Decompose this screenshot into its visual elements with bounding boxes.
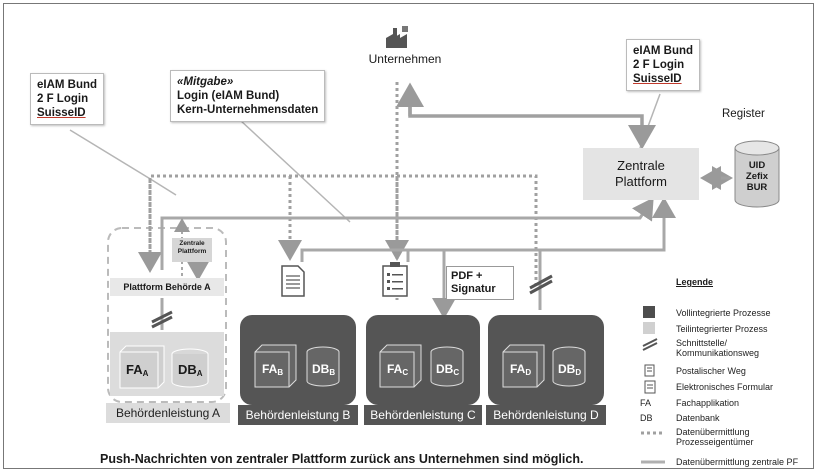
behoerde-a-dashed-border [107, 227, 227, 403]
legend-schnittstelle-icon [642, 338, 658, 351]
fa-a: FAA [126, 362, 148, 378]
fa-d-prefix: FA [510, 362, 526, 376]
fa-d: FAD [510, 362, 531, 377]
fa-b-box-icon [254, 344, 297, 388]
legend-title: Legende [676, 277, 714, 287]
mitgabe-box: «Mitgabe» Login (eIAM Bund) Kern-Unterne… [170, 70, 326, 122]
legend-item-zentrale-pf: Datenübermittlung zentrale PF [676, 457, 799, 467]
block-a-body [110, 332, 224, 396]
plattform-behoerde-a: Plattform Behörde A [110, 278, 224, 296]
login-right-line3: SuisseID [633, 73, 682, 85]
legend-item-formular: Elektronisches Formular [676, 382, 774, 392]
legend-form-icon [644, 380, 656, 394]
legend-item-vollintegriert: Vollintegrierte Prozesse [676, 308, 771, 318]
pdf-signatur-box: PDF + Signatur [446, 266, 514, 300]
legend-dark-swatch [643, 306, 655, 318]
fa-a-sub: A [142, 369, 149, 378]
login-right-line2: 2 F Login [633, 59, 685, 71]
footer-note: Push-Nachrichten von zentraler Plattform… [100, 452, 584, 466]
mini-zentrale-plattform: Zentrale Plattform [172, 238, 212, 262]
legend-key-fa: FA [640, 398, 652, 408]
document-icon [281, 265, 305, 297]
login-left-line3: SuisseID [37, 107, 86, 119]
legend-item-prozesseigentuemer: Datenübermittlung Prozesseigentümer [676, 427, 754, 447]
register-db-icon [734, 140, 780, 208]
fa-c: FAC [387, 362, 408, 377]
login-left-line2: 2 F Login [37, 93, 89, 105]
unternehmen-label: Unternehmen [368, 52, 442, 66]
db-d: DBD [558, 362, 581, 377]
form-icon [382, 262, 408, 297]
fa-c-box-icon [379, 344, 422, 388]
schnittstelle-a-icon [151, 310, 173, 329]
legend-document-icon [644, 364, 655, 377]
factory-icon [386, 26, 408, 48]
zentrale-plattform: Zentrale Plattform [583, 148, 699, 200]
legend-item-datenbank: Datenbank [676, 413, 720, 423]
zentrale-pf-line-b [300, 197, 676, 262]
db-a-sub: A [196, 369, 203, 378]
db-a-prefix: DB [178, 362, 197, 377]
db-b-sub: B [329, 368, 336, 377]
pdf-line2: Signatur [451, 283, 496, 295]
block-c-label: Behördenleistung C [364, 405, 482, 425]
mini-zentrale-line2: Plattform [177, 248, 207, 255]
db-c-cyl-icon [430, 346, 464, 387]
db-a: DBA [178, 362, 203, 378]
login-left-line1: eIAM Bund [37, 79, 98, 91]
pdf-line1: PDF + [451, 270, 483, 282]
mitgabe-line1: «Mitgabe» [177, 76, 234, 88]
block-a-label: Behördenleistung A [106, 403, 230, 423]
db-b-prefix: DB [312, 362, 330, 376]
mitgabe-line3: Kern-Unternehmensdaten [177, 104, 319, 116]
login-left-connector [69, 129, 153, 181]
register-bur: BUR [746, 182, 768, 193]
fa-c-prefix: FA [387, 362, 403, 376]
fa-b-prefix: FA [262, 362, 278, 376]
legend-key-db: DB [640, 413, 653, 423]
legend-light-swatch [643, 322, 655, 334]
db-b: DBB [312, 362, 335, 377]
fa-a-prefix: FA [126, 362, 143, 377]
db-c-sub: C [453, 368, 460, 377]
block-b-label: Behördenleistung B [238, 405, 358, 425]
fa-b: FAB [262, 362, 283, 377]
legend-item-fachapplikation: Fachapplikation [676, 398, 740, 408]
fa-d-sub: D [525, 368, 532, 377]
db-c-prefix: DB [436, 362, 454, 376]
db-d-cyl-icon [552, 346, 586, 387]
legend-item-schnittstelle: Schnittstelle/ Kommunikationsweg [676, 338, 760, 358]
db-d-prefix: DB [558, 362, 576, 376]
block-a-shapes [119, 345, 209, 389]
schnittstelle-d-icon [529, 274, 553, 295]
mitgabe-connector [239, 119, 351, 223]
zentrale-pf-line-a [160, 197, 654, 270]
login-right-line1: eIAM Bund [633, 45, 694, 57]
fa-c-sub: C [402, 368, 409, 377]
zentrale-line1: Zentrale [617, 158, 665, 173]
register-label: Register [722, 108, 765, 120]
mini-zentrale-line1: Zentrale [179, 240, 205, 247]
legend-item-postalisch: Postalischer Weg [676, 366, 746, 376]
mitgabe-line2: Login (eIAM Bund) [177, 90, 280, 102]
legend-item-teilintegriert: Teilintegrierter Prozess [676, 324, 768, 334]
prozess-dotted-line [148, 174, 538, 290]
db-b-cyl-icon [306, 346, 340, 387]
block-d-label: Behördenleistung D [486, 405, 606, 425]
login-box-right: eIAM Bund 2 F Login SuisseID [626, 39, 701, 91]
fa-d-box-icon [502, 344, 545, 388]
fa-b-sub: B [277, 368, 284, 377]
db-d-sub: D [575, 368, 582, 377]
zentrale-line2: Plattform [614, 174, 667, 189]
register-items: UID Zefix BUR [735, 160, 779, 193]
login-box-left: eIAM Bund 2 F Login SuisseID [30, 73, 105, 125]
register-uid: UID [748, 160, 766, 171]
diagram-frame [3, 3, 814, 469]
db-c: DBC [436, 362, 459, 377]
register-zefix: Zefix [745, 171, 769, 182]
